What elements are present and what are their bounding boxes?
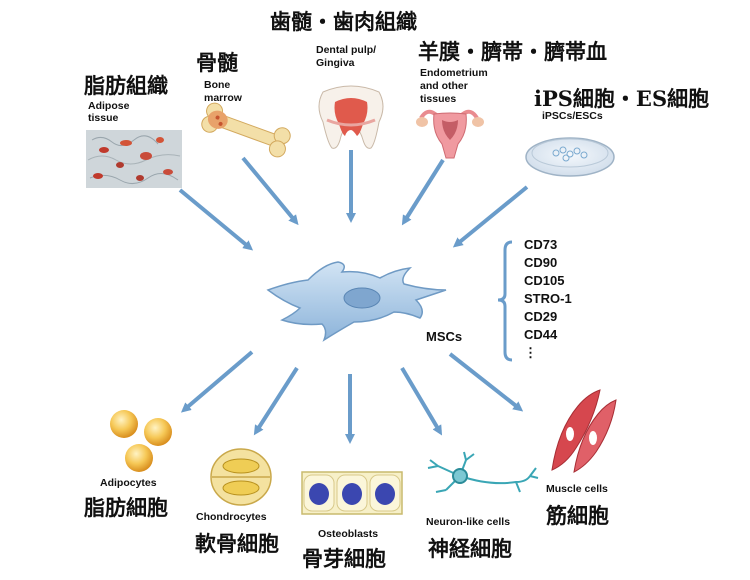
- arrow-perinatal-to-msc: [401, 158, 445, 226]
- chondrocytes-icon: [210, 448, 272, 506]
- adipocytes-english: Adipocytes: [100, 477, 157, 489]
- marker-item: CD29: [524, 309, 558, 324]
- adipose-tissue-image: [86, 130, 182, 188]
- marker-item: CD90: [524, 255, 558, 270]
- arrow-adipose-to-msc: [178, 188, 254, 251]
- arrow-msc-to-muscle: [448, 352, 524, 412]
- perinatal-source-english-3: tissues: [420, 93, 457, 105]
- arrow-msc-to-chondrocytes: [253, 366, 299, 436]
- arrow-msc-to-neurons: [400, 366, 443, 436]
- marker-item: CD44: [524, 327, 558, 342]
- dental-source-english-1: Dental pulp/: [316, 44, 377, 56]
- osteoblasts-japanese: 骨芽細胞: [302, 546, 386, 571]
- dental-source-english-2: Gingiva: [316, 57, 355, 69]
- neurons-english: Neuron-like cells: [426, 516, 511, 528]
- neuron-icon: [427, 451, 539, 493]
- arrow-bone-marrow-to-msc: [241, 156, 299, 226]
- marker-bracket: [497, 240, 513, 362]
- uterus-icon: [416, 109, 484, 159]
- arrow-msc-to-adipocytes: [180, 350, 254, 413]
- chondrocytes-japanese: 軟骨細胞: [195, 531, 279, 556]
- incoming-arrows: [178, 150, 529, 251]
- muscle-english: Muscle cells: [546, 483, 608, 495]
- perinatal-source-title: 羊膜・臍帯・臍帯血: [418, 39, 607, 64]
- adipocytes-japanese: 脂肪細胞: [84, 495, 168, 520]
- stem-source-title: iPS細胞・ES細胞: [534, 86, 710, 111]
- perinatal-source-english-1: Endometrium: [420, 67, 488, 79]
- outgoing-arrows: [180, 350, 524, 444]
- marker-item: CD73: [524, 237, 558, 252]
- msc-label: MSCs: [426, 329, 463, 344]
- bone-marrow-source-english-1: Bone: [204, 79, 231, 91]
- marker-item: STRO-1: [524, 291, 572, 306]
- neurons-japanese: 神経細胞: [428, 536, 512, 561]
- osteoblasts-icon: [301, 471, 403, 515]
- msc-cell-icon: [266, 261, 447, 342]
- marker-item: ⋮: [524, 345, 537, 360]
- tooth-icon: [318, 85, 384, 149]
- bone-marrow-source-title: 骨髄: [196, 50, 238, 75]
- adipocytes-icon: [110, 410, 172, 472]
- muscle-cells-icon: [551, 389, 617, 473]
- perinatal-source-english-2: and other: [420, 80, 468, 92]
- chondrocytes-english: Chondrocytes: [196, 511, 267, 523]
- petri-dish-icon: [525, 137, 615, 177]
- surface-marker-list: CD73 CD90 CD105 STRO-1 CD29 CD44 ⋮: [524, 236, 572, 362]
- stem-source-english: iPSCs/ESCs: [542, 110, 603, 122]
- dental-source-title: 歯髄・歯肉組織: [270, 9, 417, 34]
- muscle-japanese: 筋細胞: [546, 503, 609, 528]
- bone-icon: [201, 102, 291, 158]
- arrow-stem-to-msc: [452, 185, 529, 248]
- marker-item: CD105: [524, 273, 565, 288]
- adipose-source-english: Adipose tissue: [88, 100, 130, 124]
- adipose-source-title: 脂肪組織: [84, 73, 168, 98]
- bone-marrow-source-english-2: marrow: [204, 92, 242, 104]
- osteoblasts-english: Osteoblasts: [318, 528, 379, 540]
